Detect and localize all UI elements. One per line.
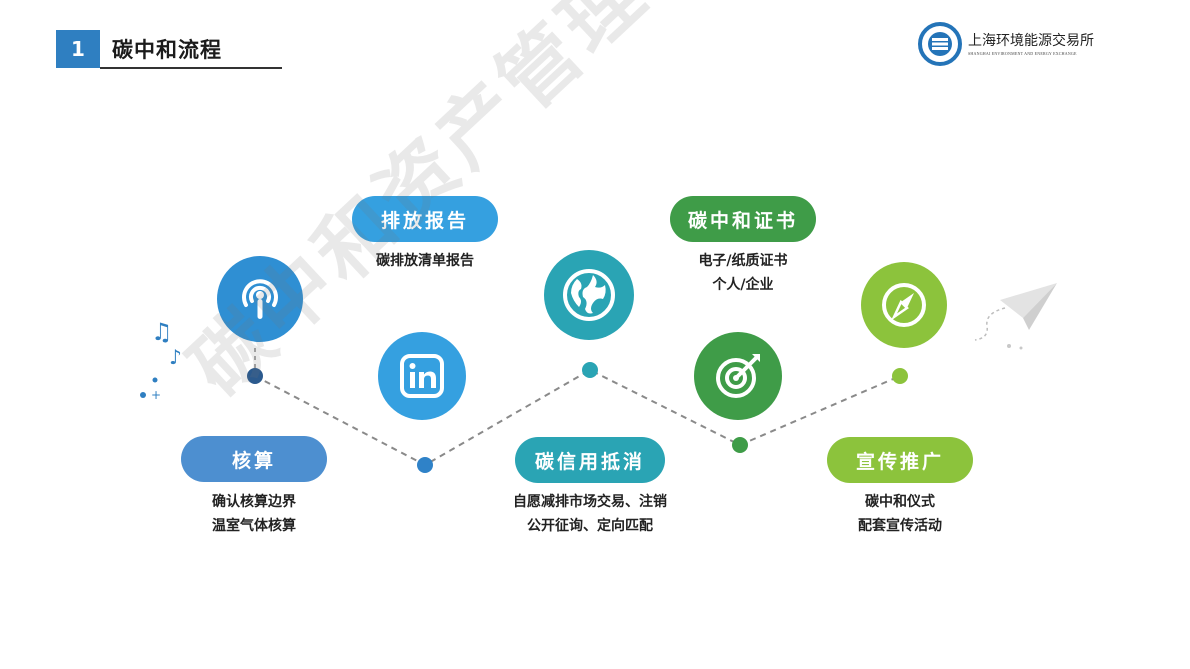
- step-title-promotion: 宣传推广: [827, 437, 973, 483]
- step-desc-emission-report: 碳排放清单报告: [376, 253, 474, 269]
- music-notes-icon: ♫ ♪ +: [140, 318, 182, 402]
- linkedin-icon: [378, 332, 466, 420]
- exchange-logo-icon: [918, 22, 962, 66]
- step-title-emission-report: 排放报告: [352, 196, 498, 242]
- compass-icon: [861, 262, 947, 348]
- svg-text:+: +: [151, 388, 161, 402]
- globe-icon: [544, 250, 634, 340]
- paper-plane-icon: [974, 283, 1057, 350]
- step-desc-certificate: 电子/纸质证书 个人/企业: [698, 253, 788, 293]
- step-desc-credit-offset: 自愿减排市场交易、注销 公开征询、定向匹配: [513, 494, 667, 534]
- step-title-credit-offset: 碳信用抵消: [515, 437, 665, 483]
- broadcast-icon: [217, 256, 303, 342]
- node-dot-2: [417, 457, 433, 473]
- svg-text:♫: ♫: [151, 318, 173, 346]
- logo-name-cn: 上海环境能源交易所: [968, 33, 1094, 49]
- node-dot-4: [732, 437, 748, 453]
- section-title: 碳中和流程: [112, 38, 222, 62]
- section-number: 1: [56, 30, 100, 68]
- step-title-accounting: 核算: [181, 436, 327, 482]
- step-desc-accounting: 确认核算边界 温室气体核算: [212, 494, 296, 534]
- logo-name-en: SHANGHAI ENVIRONMENT AND ENERGY EXCHANGE: [968, 51, 1077, 56]
- node-dot-5: [892, 368, 908, 384]
- node-dot-3: [582, 362, 598, 378]
- svg-text:♪: ♪: [169, 345, 182, 369]
- step-title-certificate: 碳中和证书: [670, 196, 816, 242]
- title-underline: [100, 67, 282, 69]
- target-icon: [694, 332, 782, 420]
- node-dot-1: [247, 368, 263, 384]
- step-desc-promotion: 碳中和仪式 配套宣传活动: [858, 494, 942, 534]
